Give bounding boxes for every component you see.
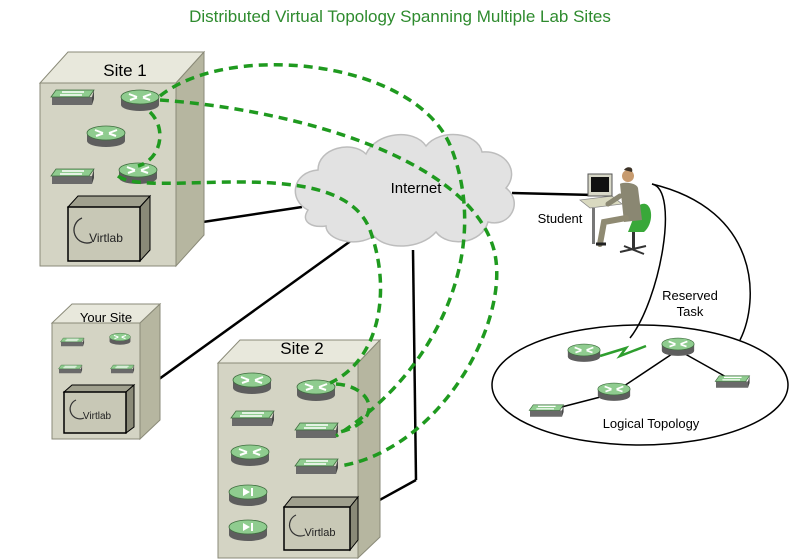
virtlab-box-icon[interactable] [282,495,360,552]
router-icon[interactable] [566,343,602,363]
virtual-links [116,63,499,468]
cloud-icon [294,133,515,247]
switch-icon[interactable] [50,89,95,106]
switch-icon[interactable] [528,404,565,418]
diagram-title: Distributed Virtual Topology Spanning Mu… [189,7,611,26]
reserved-task-label-line2: Task [677,304,704,319]
switch-icon[interactable] [714,375,751,389]
virtlab-logo-text: Virtlab [305,527,336,539]
virtual-link-a [158,63,467,438]
virtual-link-c [116,174,383,385]
virtlab-box-icon[interactable] [66,194,152,263]
link-internet-student [511,191,595,197]
student-icon [579,167,652,255]
router-icon[interactable] [596,382,632,402]
site-2-label: Site 2 [280,339,323,358]
router-icon[interactable] [230,444,270,467]
student-label: Student [538,211,583,226]
switch-icon[interactable] [230,410,275,427]
player-icon[interactable] [228,519,268,542]
router-icon[interactable] [232,372,272,395]
virtual-link-b [159,98,499,468]
reserved-task-label-line1: Reserved [662,288,718,303]
router-icon[interactable] [120,89,160,112]
internet-label: Internet [391,180,443,197]
router-icon[interactable] [109,332,131,346]
router-icon[interactable] [296,379,336,402]
switch-icon[interactable] [60,337,85,347]
virtlab-logo-text: Virtlab [89,231,123,245]
virtlab-logo-text: Virtlab [83,411,112,422]
player-icon[interactable] [228,484,268,507]
your-site-label: Your Site [80,310,132,325]
switch-icon[interactable] [50,168,95,185]
task-links [629,183,751,341]
switch-icon[interactable] [110,364,135,374]
router-icon[interactable] [660,337,696,357]
switch-icon[interactable] [58,364,83,374]
logical-topology-boundary [491,324,789,446]
logical-topology-label: Logical Topology [603,416,700,431]
switch-icon[interactable] [294,422,339,439]
link-yoursite-internet [129,238,353,402]
switch-icon[interactable] [294,458,339,475]
router-icon[interactable] [86,125,126,148]
site-1-label: Site 1 [103,61,146,80]
virtlab-box-icon[interactable] [62,383,136,434]
serial-link-icon [599,344,647,359]
